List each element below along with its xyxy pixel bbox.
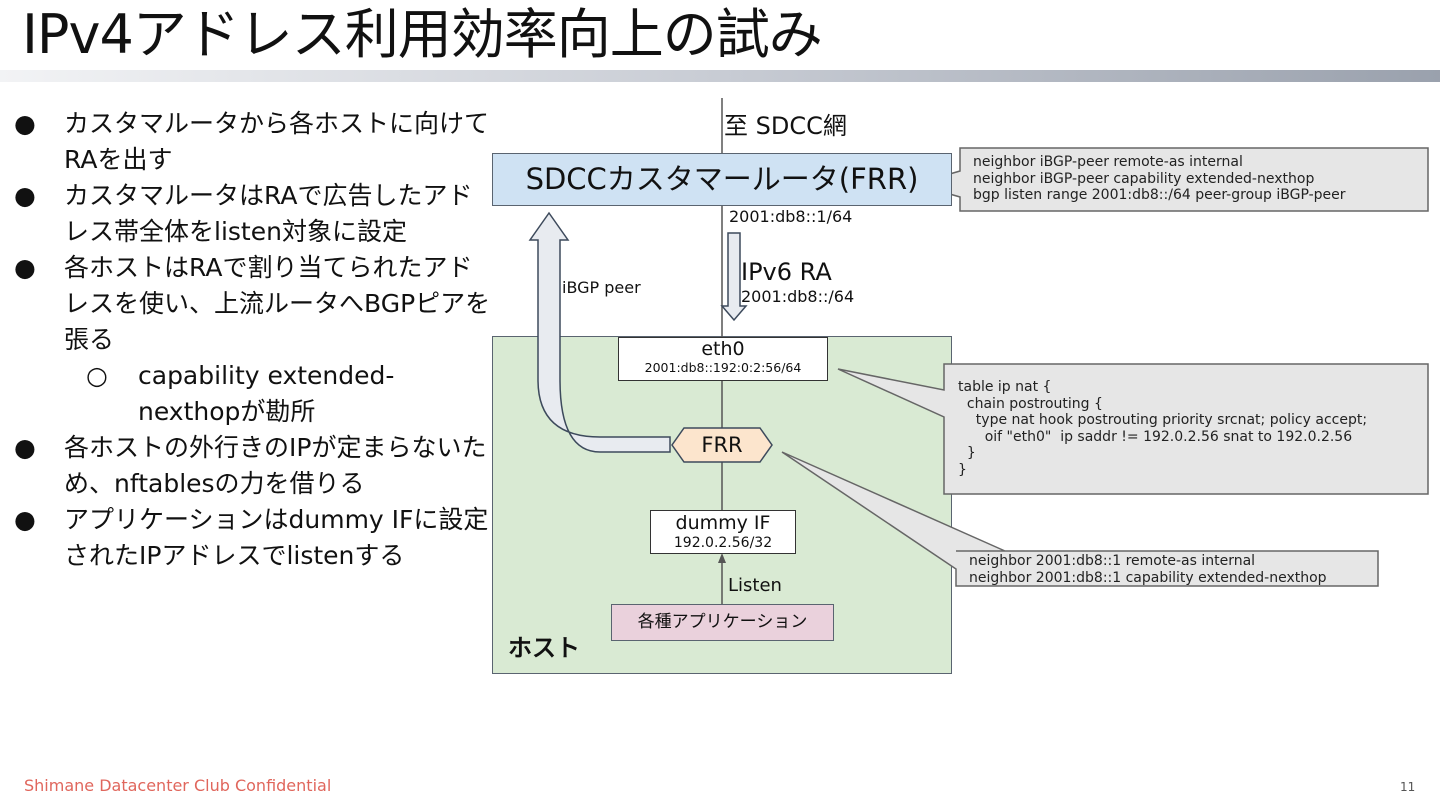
footer-confidential: Shimane Datacenter Club Confidential (24, 776, 332, 795)
bullet-list: ● カスタマルータから各ホストに向けてRAを出す ● カスタマルータはRAで広告… (14, 106, 494, 574)
bullet-text: カスタマルータはRAで広告したアドレス帯全体をlisten対象に設定 (64, 181, 473, 246)
ibgp-up-arrow (528, 211, 671, 453)
bullet-item: ● 各ホストはRAで割り当てられたアドレスを使い、上流ルータへBGPピアを張る (14, 250, 494, 358)
bullet-item: ● アプリケーションはdummy IFに設定されたIPアドレスでlistenする (14, 502, 494, 574)
frr-config-text: neighbor 2001:db8::1 remote-as internal … (969, 553, 1327, 586)
eth0-address: 2001:db8::192:0:2:56/64 (644, 360, 802, 375)
eth0-name: eth0 (701, 338, 745, 360)
bullet-marker: ● (14, 181, 36, 210)
sub-bullet-text: capability extended-nexthopが勘所 (138, 361, 395, 426)
bullet-marker: ● (14, 253, 36, 282)
title-divider-bar (0, 70, 1440, 82)
sub-bullet-item: ○ capability extended-nexthopが勘所 (14, 358, 494, 430)
ibgp-peer-label: iBGP peer (562, 278, 641, 297)
eth0-box: eth0 2001:db8::192:0:2:56/64 (618, 337, 828, 381)
router-config-callout (912, 147, 1429, 212)
listen-label: Listen (728, 575, 782, 596)
customer-router-box: SDCCカスタマールータ(FRR) (492, 153, 952, 206)
frr-label: FRR (701, 433, 743, 457)
bullet-text: 各ホストはRAで割り当てられたアドレスを使い、上流ルータへBGPピアを張る (64, 253, 491, 354)
frr-hexagon (671, 427, 773, 463)
bullet-marker: ● (14, 433, 36, 462)
sub-bullet-marker: ○ (86, 361, 108, 390)
dummy-if-address: 192.0.2.56/32 (673, 535, 773, 551)
slide-title: IPv4アドレス利用効率向上の試み (22, 3, 823, 66)
bullet-text: カスタマルータから各ホストに向けてRAを出す (64, 109, 490, 174)
ra-down-arrow (720, 232, 748, 322)
frr-config-callout (781, 451, 1379, 587)
bullet-marker: ● (14, 109, 36, 138)
bullet-text: アプリケーションはdummy IFに設定されたIPアドレスでlistenする (64, 505, 489, 570)
upstream-label: 至 SDCC網 (724, 112, 847, 140)
bullet-item: ● カスタマルータから各ホストに向けてRAを出す (14, 106, 494, 178)
applications-box: 各種アプリケーション (611, 604, 834, 641)
listen-arrow-head (718, 553, 726, 563)
bullet-marker: ● (14, 505, 36, 534)
dummy-if-name: dummy IF (675, 512, 771, 534)
host-label: ホスト (508, 634, 580, 662)
bullet-text: 各ホストの外行きのIPが定まらないため、nftablesの力を借りる (64, 433, 487, 498)
router-address-label: 2001:db8::1/64 (729, 207, 853, 226)
page-number: 11 (1400, 780, 1416, 794)
nft-config-callout (837, 363, 1429, 495)
router-config-text: neighbor iBGP-peer remote-as internal ne… (973, 154, 1346, 203)
dummy-if-box: dummy IF 192.0.2.56/32 (650, 510, 796, 554)
ra-prefix-label: 2001:db8::/64 (741, 287, 855, 306)
nft-config-text: table ip nat { chain postrouting { type … (958, 379, 1368, 478)
ra-label: IPv6 RA (741, 258, 832, 286)
bullet-item: ● 各ホストの外行きのIPが定まらないため、nftablesの力を借りる (14, 430, 494, 502)
bullet-item: ● カスタマルータはRAで広告したアドレス帯全体をlisten対象に設定 (14, 178, 494, 250)
